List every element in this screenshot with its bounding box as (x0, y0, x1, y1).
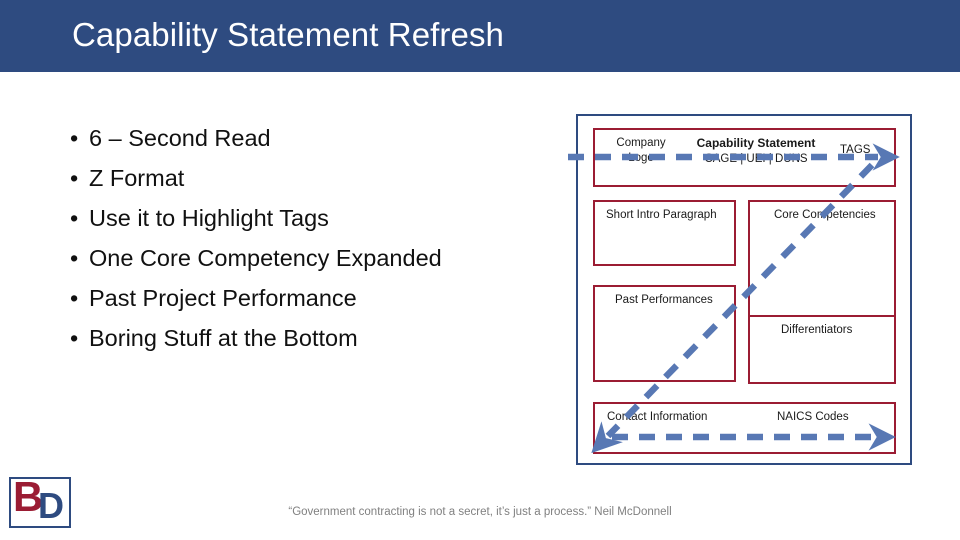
label-past-performances: Past Performances (615, 294, 713, 306)
list-item: • Use it to Highlight Tags (68, 198, 538, 238)
label-identifiers: CAGE | UEI | DUNS (704, 153, 808, 165)
logo-letter-b: B (13, 473, 44, 520)
slide-title-bar: Capability Statement Refresh (0, 0, 960, 72)
logo-letter-d: D (38, 485, 64, 526)
page-title: Capability Statement Refresh (72, 16, 505, 53)
label-tags: TAGS (840, 144, 871, 156)
list-item: • Boring Stuff at the Bottom (68, 318, 538, 358)
bullet-marker: • (70, 325, 79, 351)
footer-quote: “Government contracting is not a secret,… (288, 506, 672, 518)
list-item: • 6 – Second Read (68, 118, 538, 158)
bd-logo: B D (9, 473, 71, 528)
label-differentiators: Differentiators (781, 324, 853, 336)
bullet-marker: • (70, 285, 79, 311)
list-item-label: Boring Stuff at the Bottom (89, 325, 358, 351)
label-company-logo-line2: Logo (628, 152, 654, 164)
label-naics-codes: NAICS Codes (777, 411, 849, 423)
list-item: • One Core Competency Expanded (68, 238, 538, 278)
bullet-list: • 6 – Second Read • Z Format • Use it to… (68, 118, 538, 358)
bullet-marker: • (70, 205, 79, 231)
label-contact-information: Contact Information (607, 411, 708, 423)
label-core-competencies: Core Competencies (774, 209, 876, 221)
list-item-label: 6 – Second Read (89, 125, 271, 151)
label-company-logo-line1: Company (616, 137, 666, 149)
label-short-intro-paragraph: Short Intro Paragraph (606, 209, 717, 221)
list-item-label: Past Project Performance (89, 285, 357, 311)
bullet-marker: • (70, 245, 79, 271)
bullet-marker: • (70, 125, 79, 151)
bullet-marker: • (70, 165, 79, 191)
list-item-label: One Core Competency Expanded (89, 245, 442, 271)
list-item: • Past Project Performance (68, 278, 538, 318)
label-capability-statement: Capability Statement (696, 136, 816, 150)
list-item-label: Use it to Highlight Tags (89, 205, 329, 231)
list-item-label: Z Format (89, 165, 185, 191)
list-item: • Z Format (68, 158, 538, 198)
